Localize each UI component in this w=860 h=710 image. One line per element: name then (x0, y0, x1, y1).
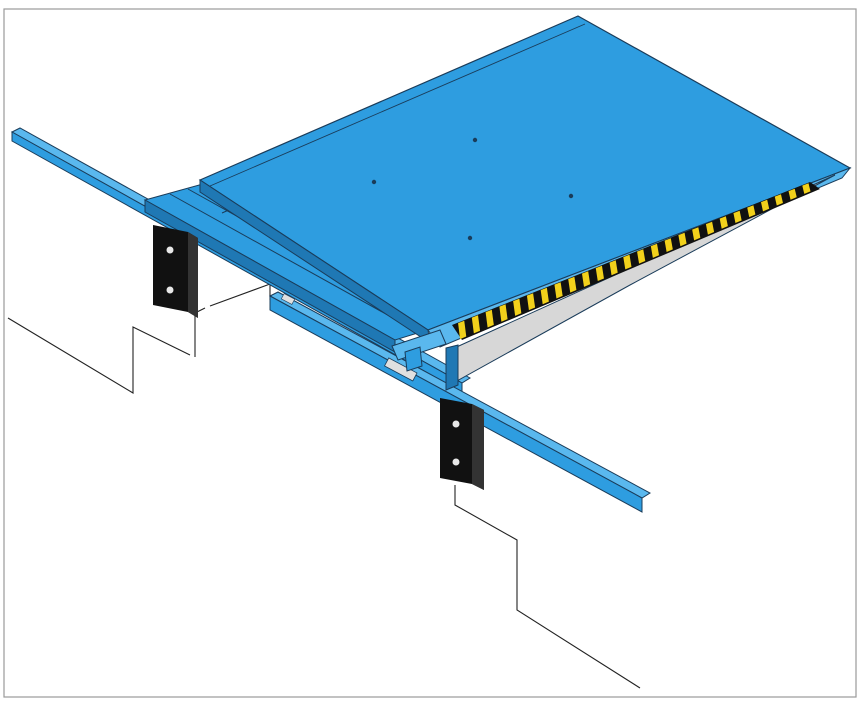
safety-stripe (568, 276, 577, 293)
deck-bolt (472, 137, 478, 143)
safety-stripe (733, 210, 742, 223)
bumper-bolt (165, 245, 175, 255)
deck-bolt (467, 235, 473, 241)
safety-stripe (802, 183, 811, 194)
lip-hinge (391, 329, 447, 372)
deck-bolt (568, 193, 574, 199)
safety-stripe (623, 254, 632, 270)
safety-stripe (609, 260, 618, 276)
safety-stripe (499, 304, 508, 322)
safety-stripe (526, 293, 536, 311)
safety-stripe (650, 243, 660, 258)
safety-stripe (664, 238, 673, 253)
rail-nameplate (383, 357, 418, 382)
safety-stripe (540, 287, 549, 305)
safety-stripe (513, 298, 522, 316)
image-border (3, 8, 857, 698)
safety-stripe (471, 315, 481, 334)
pit-outline (7, 283, 641, 689)
safety-stripe (637, 249, 646, 264)
safety-stripe (458, 320, 467, 340)
safety-stripe (678, 232, 687, 247)
safety-stripe (595, 265, 604, 282)
safety-stripe (788, 188, 797, 200)
right-bumper (440, 398, 484, 490)
bumper-bolt (165, 285, 175, 295)
safety-stripe (774, 194, 783, 206)
safety-stripe (554, 282, 563, 299)
safety-stripe (692, 227, 701, 241)
safety-stripe-band (452, 182, 820, 340)
safety-stripe (747, 205, 756, 218)
deck-bolt (371, 179, 377, 185)
safety-stripe (485, 309, 494, 328)
bumper-bolt (451, 457, 461, 467)
left-bumper (153, 225, 198, 318)
safety-stripe (705, 221, 715, 235)
safety-stripe (719, 216, 728, 229)
safety-stripe (581, 271, 591, 287)
safety-stripe (760, 199, 770, 212)
bumper-bolt (451, 419, 461, 429)
